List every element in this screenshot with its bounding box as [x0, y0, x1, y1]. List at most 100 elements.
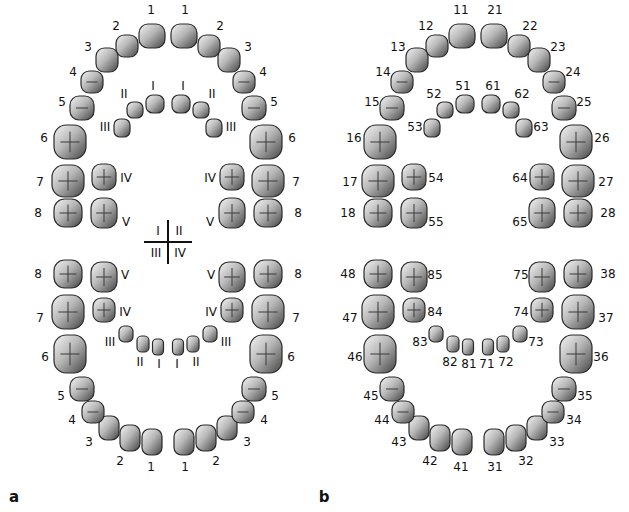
tooth-number: V	[121, 269, 129, 281]
tooth-number: 25	[576, 96, 591, 108]
tooth	[552, 96, 576, 120]
tooth	[424, 119, 440, 137]
tooth-number: 83	[412, 336, 427, 348]
tooth-number: 27	[598, 176, 613, 188]
tooth	[254, 260, 282, 288]
tooth-number: 18	[340, 207, 355, 219]
tooth	[560, 335, 592, 373]
tooth	[380, 96, 404, 120]
tooth	[52, 295, 84, 329]
tooth-number: 85	[427, 269, 442, 281]
panel-letter: b	[319, 490, 330, 505]
tooth	[403, 298, 425, 322]
tooth-number: 4	[69, 66, 77, 78]
tooth-number: 62	[514, 88, 529, 100]
tooth-number: 6	[41, 351, 49, 363]
tooth-number: 8	[34, 207, 42, 219]
tooth-fissure	[549, 82, 560, 83]
tooth-number: 8	[294, 268, 302, 280]
tooth	[250, 335, 282, 373]
tooth	[564, 199, 592, 227]
tooth-number: 82	[442, 356, 457, 368]
tooth	[562, 295, 594, 329]
tooth	[506, 425, 526, 451]
tooth-number: 11	[453, 4, 468, 16]
tooth-number: 21	[487, 4, 502, 16]
tooth-number: 51	[455, 80, 470, 92]
tooth-fissure	[58, 302, 77, 322]
tooth	[402, 164, 426, 190]
tooth-fissure	[566, 343, 585, 366]
tooth-number: 22	[522, 20, 537, 32]
tooth-number: 4	[260, 414, 268, 426]
tooth-number: 73	[528, 336, 543, 348]
tooth-fissure	[406, 204, 422, 222]
tooth-fissure	[97, 169, 111, 185]
tooth-fissure	[535, 169, 549, 185]
tooth	[401, 198, 427, 228]
tooth-number: 12	[418, 20, 433, 32]
tooth-number: 45	[363, 390, 378, 402]
tooth-number: 5	[270, 96, 278, 108]
tooth-fissure	[568, 302, 587, 322]
tooth-number: 38	[600, 268, 615, 280]
tooth	[142, 429, 162, 455]
tooth	[206, 119, 222, 137]
tooth-number: 64	[512, 172, 527, 184]
tooth	[401, 262, 427, 292]
tooth	[483, 339, 494, 355]
quadrant-number: I	[156, 225, 160, 237]
tooth-number: 46	[347, 351, 362, 363]
tooth-fissure	[386, 389, 398, 390]
tooth-fissure	[534, 268, 550, 286]
tooth	[137, 336, 149, 352]
tooth-number: 7	[292, 176, 300, 188]
tooth-fissure	[97, 303, 110, 317]
tooth	[463, 339, 474, 355]
tooth	[54, 335, 86, 373]
tooth-number: 13	[390, 41, 405, 53]
tooth-number: 6	[40, 132, 48, 144]
tooth-fissure	[96, 268, 112, 286]
tooth-number: I	[175, 358, 179, 370]
tooth	[91, 262, 117, 292]
tooth-number: 32	[518, 455, 533, 467]
tooth	[232, 401, 254, 423]
tooth	[447, 336, 459, 352]
tooth-number: 23	[550, 41, 565, 53]
tooth	[542, 401, 564, 423]
tooth	[91, 198, 117, 228]
tooth-number: 3	[244, 41, 252, 53]
tooth-fissure	[397, 82, 408, 83]
tooth	[242, 96, 266, 120]
tooth	[250, 125, 282, 159]
tooth-number: I	[181, 80, 185, 92]
tooth	[406, 48, 428, 72]
tooth-fissure	[58, 171, 77, 190]
tooth-number: 36	[593, 351, 608, 363]
tooth	[528, 48, 550, 72]
tooth-number: 15	[364, 96, 379, 108]
tooth-fissure	[256, 132, 275, 152]
tooth-number: 37	[598, 312, 613, 324]
tooth	[173, 339, 184, 355]
tooth-fissure	[548, 412, 559, 413]
tooth	[54, 199, 82, 227]
tooth-number: II	[192, 356, 199, 368]
tooth-number: II	[120, 88, 127, 100]
tooth	[364, 260, 392, 288]
tooth	[484, 429, 504, 455]
tooth-fissure	[398, 412, 409, 413]
tooth	[452, 429, 472, 455]
tooth	[364, 199, 392, 227]
tooth	[456, 95, 474, 113]
tooth-number: V	[122, 216, 130, 228]
tooth	[93, 298, 115, 322]
tooth-number: 1	[147, 461, 155, 473]
tooth	[81, 71, 103, 93]
tooth	[254, 199, 282, 227]
tooth-fissure	[406, 268, 422, 286]
tooth-fissure	[88, 412, 99, 413]
tooth-fissure	[370, 205, 387, 222]
